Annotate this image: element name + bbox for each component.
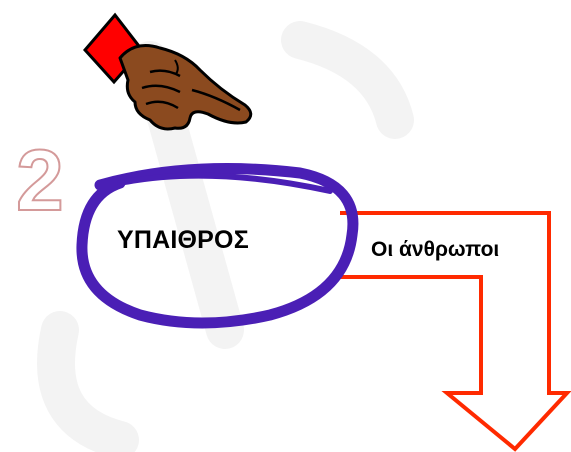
subtopic-label: Οι άνθρωποι (371, 238, 500, 261)
topic-label: ΥΠΑΙΘΡΟΣ (117, 226, 249, 254)
down-arrow-icon (340, 211, 571, 452)
number-two-icon: 2 (15, 138, 65, 218)
slide-number: 2 (16, 138, 64, 218)
pointing-hand-icon (83, 12, 253, 131)
topic-oval (76, 163, 359, 329)
